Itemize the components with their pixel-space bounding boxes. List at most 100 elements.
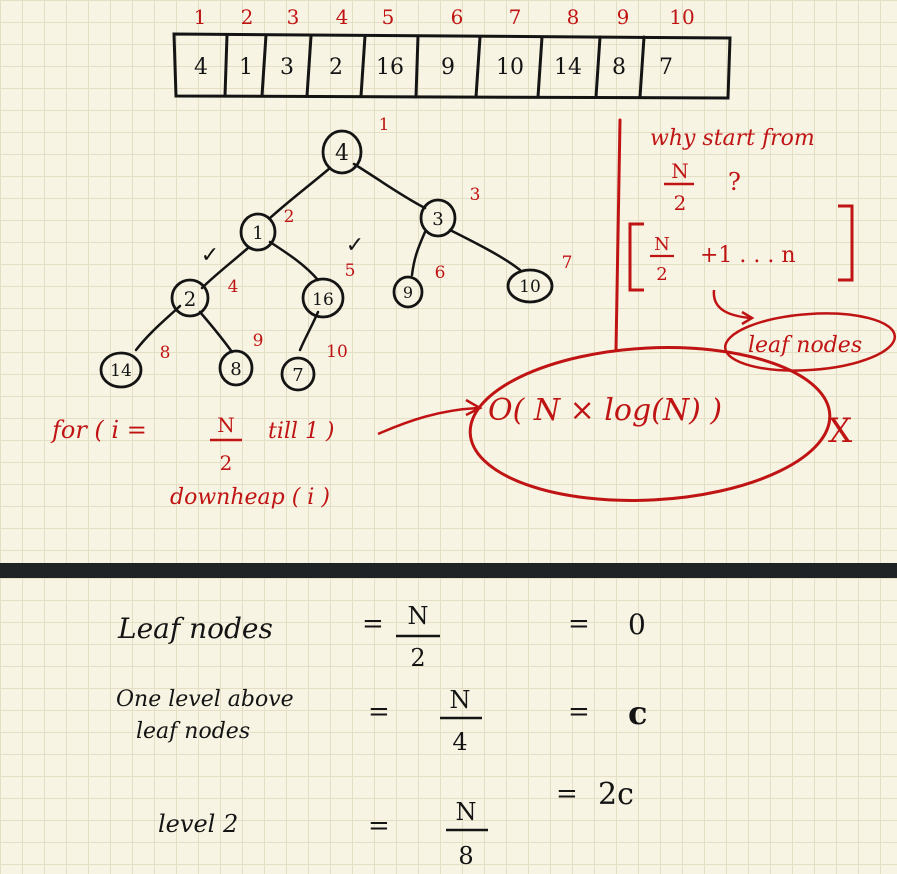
heap-node-circle <box>239 212 277 252</box>
tree-edges <box>134 162 522 354</box>
array-cell: 7 <box>659 55 673 80</box>
heap-node-value: 7 <box>292 365 303 386</box>
complexity-cross: X <box>828 411 853 451</box>
row-equals: = <box>368 811 390 841</box>
heap-node-index: 5 <box>345 261 356 281</box>
check-marks: ✓ ✓ <box>201 233 364 268</box>
array-values: 4 1 3 2 16 9 10 14 8 7 <box>194 55 673 80</box>
range-n: N <box>654 234 670 255</box>
heap-node-index: 2 <box>284 207 295 227</box>
heap-node-circle <box>301 277 345 319</box>
tree-node-indices: 1 2 3 4 5 6 7 8 9 10 <box>160 115 573 363</box>
row-denominator: 2 <box>410 644 425 672</box>
heap-node-circle <box>218 349 254 387</box>
array-index: 6 <box>451 5 464 29</box>
heap-node-value: 2 <box>184 287 197 311</box>
row-denominator: 8 <box>458 842 473 870</box>
array-index: 9 <box>617 5 630 29</box>
heap-node-value: 1 <box>252 223 263 244</box>
heap-node-index: 10 <box>326 342 348 362</box>
heap-node-value: 4 <box>335 141 349 166</box>
row-result: 2c <box>598 777 634 812</box>
heap-node-value: 9 <box>403 283 413 302</box>
heap-node-index: 7 <box>562 253 573 273</box>
row-equals: = <box>568 697 590 727</box>
side-note-n: N <box>671 159 689 183</box>
array-index: 2 <box>241 5 254 29</box>
section-divider <box>0 563 897 578</box>
analysis-row: Leaf nodes = N 2 = 0 <box>117 602 646 672</box>
array-index: 10 <box>669 5 694 29</box>
array-index: 4 <box>336 5 349 29</box>
heap-node-circle <box>392 275 424 309</box>
heap-node-value: 16 <box>312 290 334 310</box>
heap-node-index: 1 <box>379 115 390 135</box>
row-label-line2: leaf nodes <box>136 719 250 744</box>
row-equals: = <box>368 697 390 727</box>
side-note-qmark: ? <box>728 168 741 196</box>
leaf-nodes-label: leaf nodes <box>748 333 862 358</box>
tree-node-values: 4 1 3 2 16 9 10 14 8 7 <box>110 141 541 386</box>
heap-diagram-panel: 1 2 3 4 5 6 7 8 9 10 4 1 3 2 16 9 10 14 … <box>0 0 897 563</box>
analysis-row: One level above leaf nodes = N 4 = c <box>116 686 647 756</box>
row-result: c <box>628 694 647 732</box>
row-numerator: N <box>456 798 477 826</box>
heap-node-value: 8 <box>230 359 241 380</box>
side-note-question: why start from <box>650 126 815 151</box>
array-cell: 14 <box>554 55 582 80</box>
array-index: 7 <box>509 5 522 29</box>
check-mark-icon: ✓ <box>346 233 364 258</box>
heap-node-value: 3 <box>432 209 443 230</box>
array-box <box>172 32 732 100</box>
row-equals: = <box>556 779 578 809</box>
row-label: One level above <box>116 687 294 712</box>
array-cell: 9 <box>441 55 455 80</box>
heap-node-index: 6 <box>435 263 446 283</box>
loop-n: N <box>217 413 235 437</box>
tree-nodes <box>99 129 554 392</box>
range-tail: +1 . . . n <box>700 243 796 268</box>
side-note: why start from N 2 ? N 2 +1 . . . n leaf… <box>628 126 897 372</box>
heap-node-index: 8 <box>160 343 171 363</box>
loop-downheap-text: downheap ( i ) <box>170 485 330 510</box>
loop-till-text: till 1 ) <box>268 419 335 444</box>
loop-for-text: for ( i = <box>50 416 147 444</box>
array-cell: 8 <box>612 55 626 80</box>
row-label: level 2 <box>158 810 238 838</box>
complexity-annotation: O( N × log(N) ) X <box>468 346 853 502</box>
row-numerator: N <box>450 686 471 714</box>
heap-node-circle <box>280 356 316 392</box>
check-mark-icon: ✓ <box>201 243 219 268</box>
side-note-two: 2 <box>674 191 687 215</box>
array-cell: 10 <box>496 55 524 80</box>
range-two: 2 <box>656 264 667 285</box>
complexity-text: O( N × log(N) ) <box>488 393 722 428</box>
array-index: 5 <box>382 5 395 29</box>
heap-node-index: 9 <box>253 331 264 351</box>
analysis-canvas: Leaf nodes = N 2 = 0 One level above lea… <box>116 602 647 870</box>
row-label: Leaf nodes <box>117 612 273 645</box>
array-cell: 4 <box>194 55 208 80</box>
heap-node-value: 14 <box>110 361 132 381</box>
heap-node-value: 10 <box>519 277 541 297</box>
analysis-panel: Leaf nodes = N 2 = 0 One level above lea… <box>0 578 897 874</box>
heap-diagram-canvas: 1 2 3 4 5 6 7 8 9 10 4 1 3 2 16 9 10 14 … <box>50 5 897 510</box>
array-cell: 3 <box>280 55 294 80</box>
heap-node-index: 4 <box>228 277 239 297</box>
array-cell: 16 <box>376 55 404 80</box>
heap-node-circle <box>506 268 554 304</box>
array-index: 1 <box>194 5 207 29</box>
loop-annotation: for ( i = N 2 till 1 ) downheap ( i ) <box>50 398 483 510</box>
row-numerator: N <box>408 602 429 630</box>
row-denominator: 4 <box>452 728 467 756</box>
heap-node-index: 3 <box>470 185 481 205</box>
array-index: 8 <box>567 5 580 29</box>
heap-node-circle <box>99 351 143 389</box>
row-equals: = <box>362 609 384 639</box>
heap-node-circle <box>170 278 210 318</box>
array-index: 3 <box>287 5 300 29</box>
array-cell: 2 <box>329 55 343 80</box>
array-cell: 1 <box>239 55 253 80</box>
red-divider-line <box>614 118 622 352</box>
array-index-labels: 1 2 3 4 5 6 7 8 9 10 <box>194 5 695 29</box>
